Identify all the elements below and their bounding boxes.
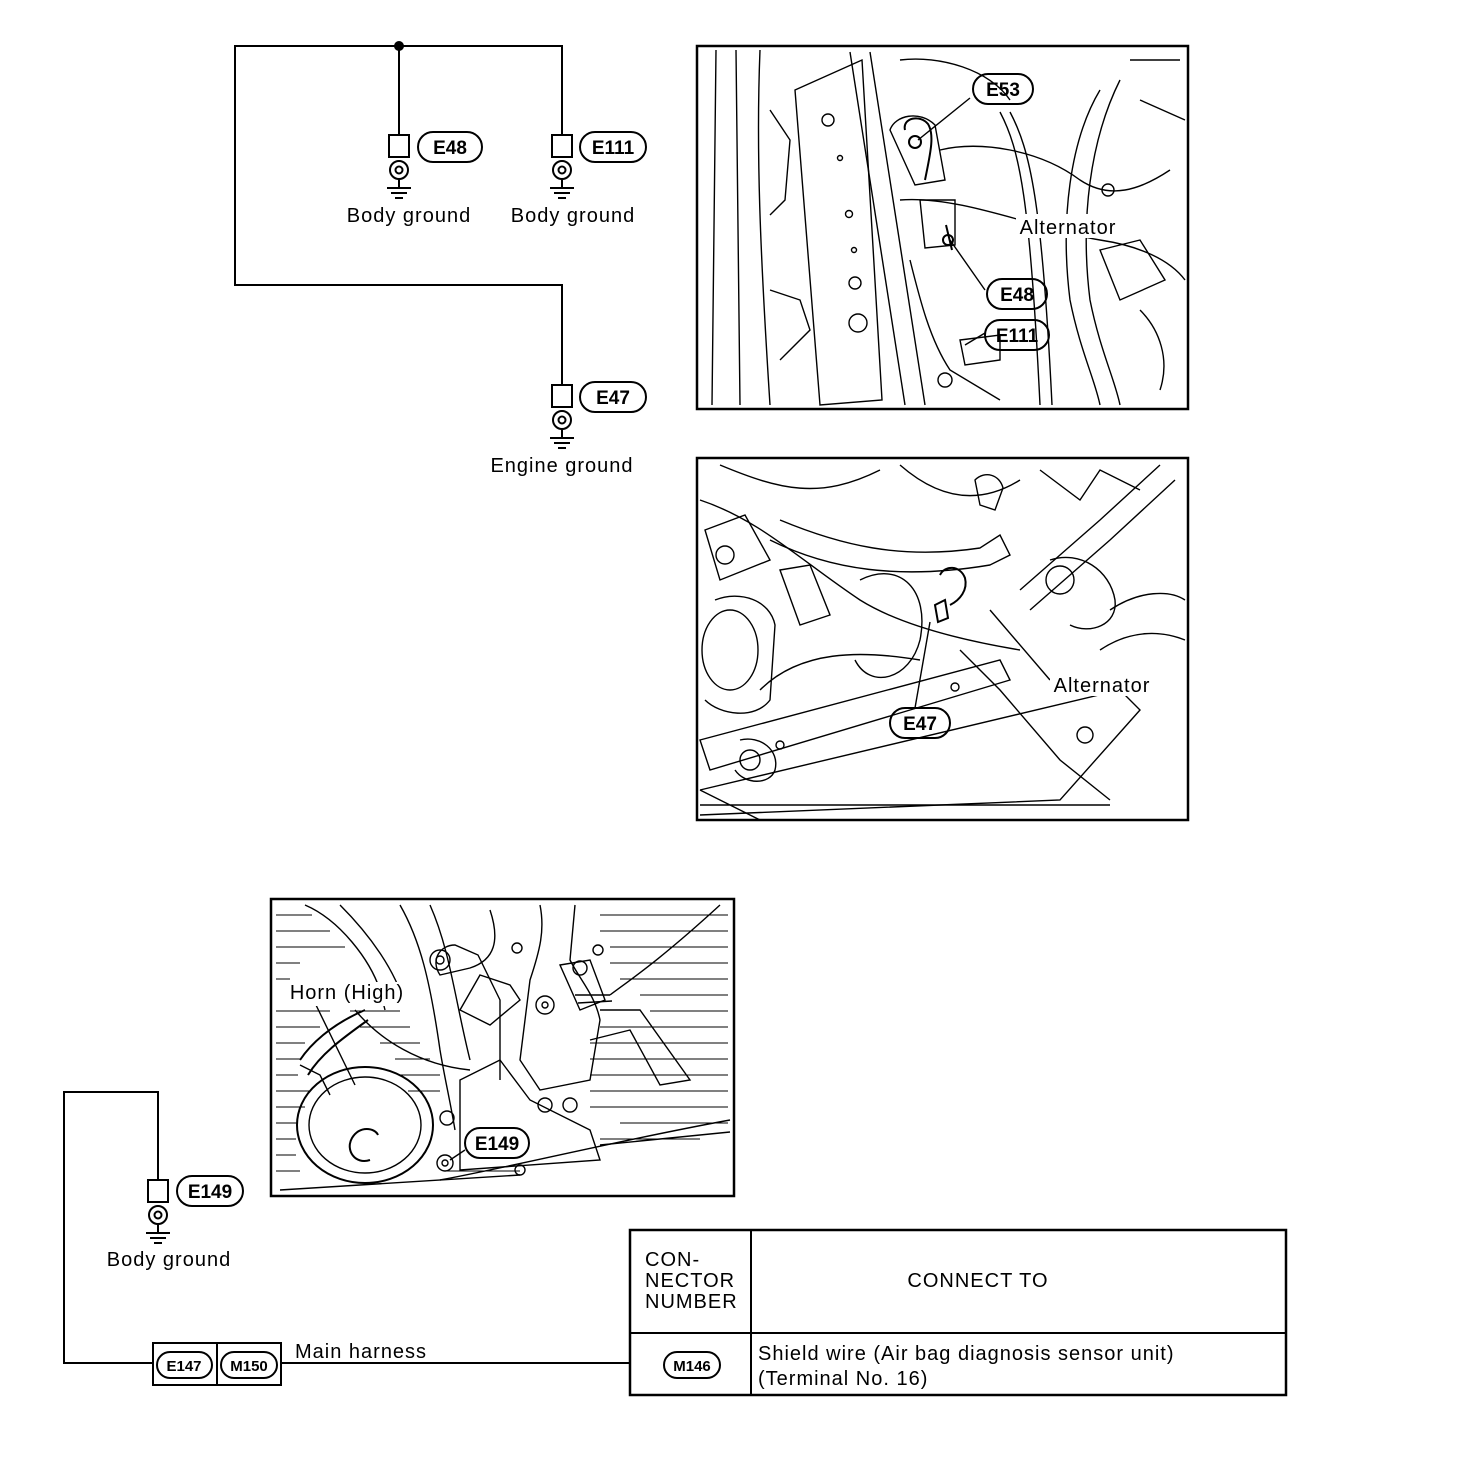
component-label-horn: Horn (High) bbox=[290, 982, 404, 1004]
illustration-middle: E47 Alternator bbox=[695, 456, 1190, 822]
callout-e48 bbox=[986, 278, 1048, 310]
ground-circuit-top bbox=[234, 41, 563, 385]
harness-connector-e147: E147 bbox=[166, 1358, 201, 1375]
callout-text-e48: E48 bbox=[1000, 285, 1034, 306]
ground-wire-bottom bbox=[63, 1091, 159, 1364]
ground-point-e149: E149 Body ground bbox=[107, 1175, 244, 1271]
callout-e111 bbox=[984, 319, 1050, 351]
connector-table: CON- NECTOR NUMBER CONNECT TO M146 Shiel… bbox=[628, 1228, 1288, 1397]
table-header-connector-line2: NECTOR bbox=[645, 1270, 735, 1292]
illustration-frame bbox=[695, 44, 1190, 411]
harness-connector-m150: M150 bbox=[230, 1358, 268, 1375]
ground-tag-e47: E47 bbox=[596, 388, 630, 409]
table-row-description-line1: Shield wire (Air bag diagnosis sensor un… bbox=[758, 1343, 1175, 1365]
harness-connector-block: E147 M150 Main harness bbox=[152, 1341, 427, 1386]
harness-label: Main harness bbox=[295, 1341, 427, 1363]
illustration-lower: Horn (High) E149 bbox=[269, 897, 736, 1198]
ground-label-e149: Body ground bbox=[107, 1249, 231, 1271]
connector-tag bbox=[579, 131, 647, 163]
connector-tag bbox=[417, 131, 483, 163]
ground-label-e47: Engine ground bbox=[490, 455, 633, 477]
callout-e47 bbox=[889, 707, 951, 739]
component-label-alternator-middle: Alternator bbox=[1054, 675, 1151, 697]
connector-square bbox=[147, 1179, 169, 1203]
callout-e53 bbox=[972, 73, 1034, 105]
table-header-connector-line3: NUMBER bbox=[645, 1291, 738, 1313]
callout-e149 bbox=[464, 1127, 530, 1159]
ground-tag-e48: E48 bbox=[433, 138, 467, 159]
connector-square bbox=[388, 134, 410, 158]
table-row-connector-m146: M146 bbox=[673, 1358, 711, 1375]
callout-text-e149: E149 bbox=[475, 1134, 519, 1155]
ground-tag-e111: E111 bbox=[592, 138, 635, 159]
illustration-upper: E53 E48 E111 Alternator bbox=[695, 44, 1190, 411]
table-row-description-line2: (Terminal No. 16) bbox=[758, 1368, 928, 1390]
component-label-alternator-upper: Alternator bbox=[1020, 217, 1117, 239]
table-header-connect-to: CONNECT TO bbox=[907, 1270, 1048, 1292]
ground-point-e48: E48 Body ground bbox=[347, 131, 483, 227]
connector-square bbox=[551, 384, 573, 408]
ground-point-e47: E47 Engine ground bbox=[490, 381, 647, 477]
illustration-frame bbox=[269, 897, 736, 1198]
horn-drawing bbox=[296, 1009, 434, 1184]
ground-label-e48: Body ground bbox=[347, 205, 471, 227]
grille-hatching bbox=[276, 914, 728, 1172]
ground-tag-e149: E149 bbox=[188, 1182, 232, 1203]
callout-text-e111: E111 bbox=[996, 326, 1039, 347]
callout-text-e53: E53 bbox=[986, 80, 1020, 101]
callout-text-e47: E47 bbox=[903, 714, 937, 735]
connector-tag bbox=[579, 381, 647, 413]
illustration-frame bbox=[695, 456, 1190, 822]
junction-dot bbox=[394, 41, 404, 51]
table-header-connector-line1: CON- bbox=[645, 1249, 700, 1271]
ground-circuit-bottom bbox=[63, 1091, 630, 1364]
ground-point-e111: E111 Body ground bbox=[511, 131, 647, 227]
connector-tag bbox=[176, 1175, 244, 1207]
connector-square bbox=[551, 134, 573, 158]
ground-wire-top bbox=[234, 45, 563, 385]
ground-label-e111: Body ground bbox=[511, 205, 635, 227]
